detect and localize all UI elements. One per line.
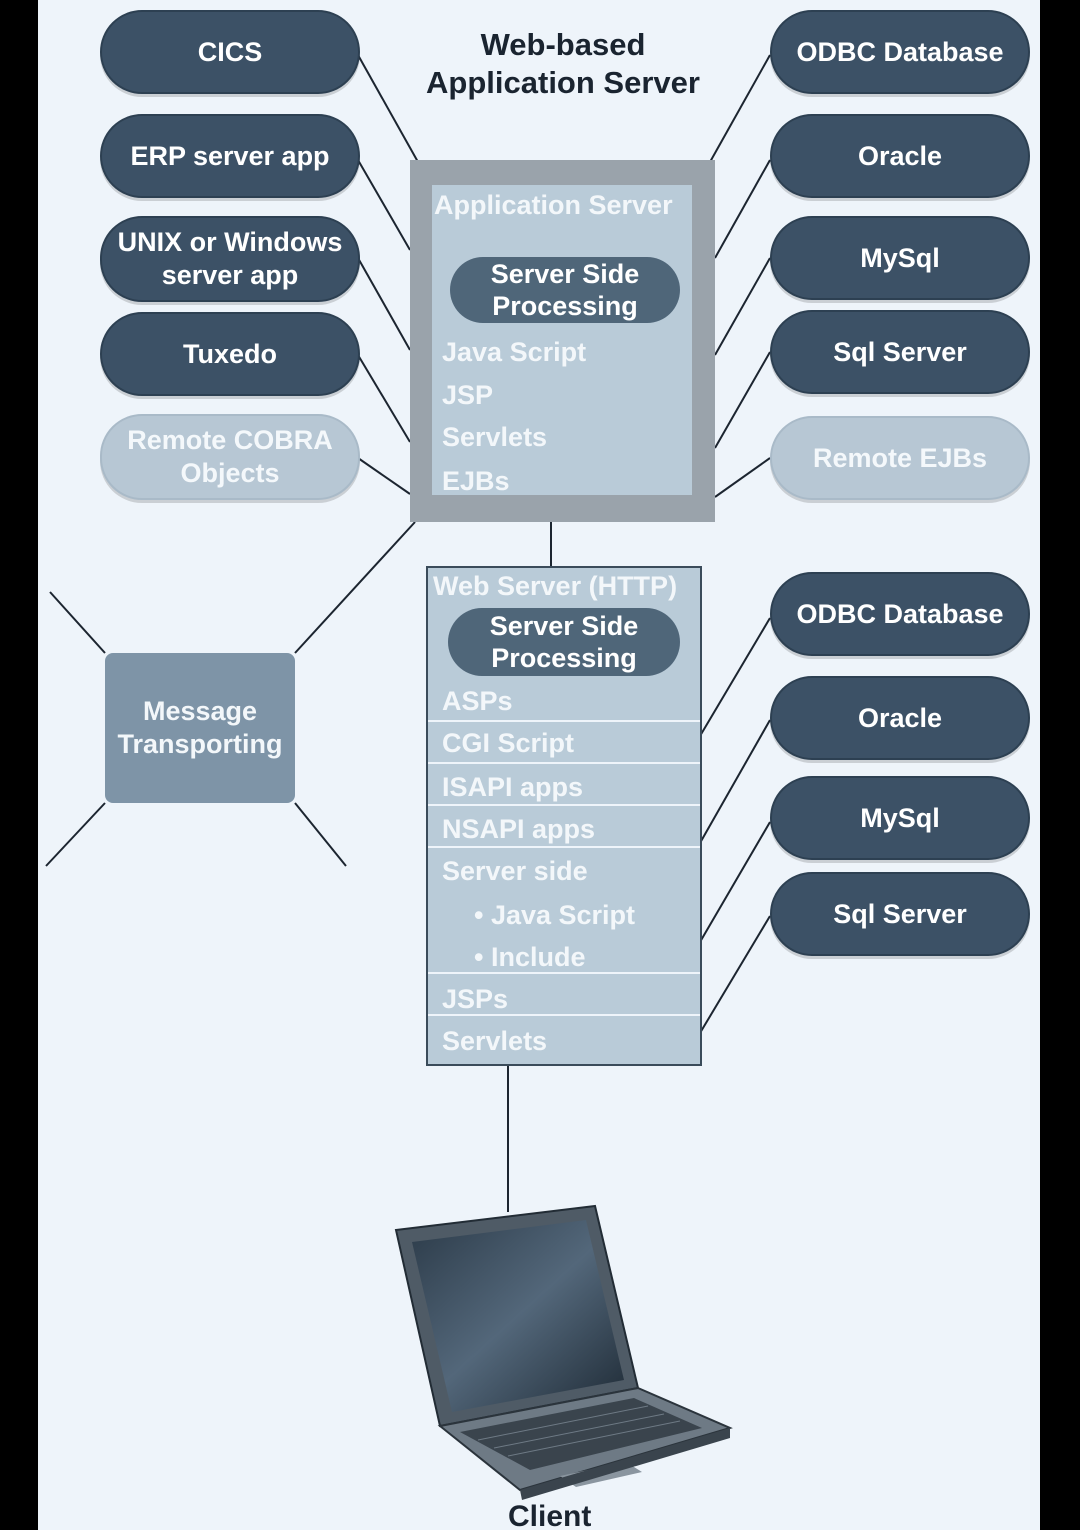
line-msg-ll	[45, 802, 106, 867]
web-item-server-side: Server side	[442, 856, 588, 886]
node-erp-server-app: ERP server app	[100, 114, 360, 198]
web-row-divider	[428, 762, 700, 764]
client-label: Client	[508, 1500, 592, 1530]
app-item-servlets: Servlets	[442, 422, 548, 452]
web-item-servlets: Servlets	[442, 1026, 548, 1056]
node-odbc-database-bottom: ODBC Database	[770, 572, 1030, 656]
diagram-canvas: CICS ERP server app UNIX or Windows serv…	[38, 0, 1040, 1530]
line-msg-ul	[49, 591, 106, 654]
web-processing-line-2: Processing	[491, 643, 637, 673]
node-tuxedo-label: Tuxedo	[183, 338, 277, 369]
line-erp	[357, 159, 411, 251]
node-unix-label-1: UNIX or Windows	[117, 227, 343, 257]
app-server-side-processing: Server Side Processing	[450, 257, 680, 323]
app-processing-line-1: Server Side	[490, 259, 640, 289]
message-line-2: Transporting	[117, 729, 283, 759]
diagram-title: Web-based Application Server	[403, 26, 723, 102]
node-tuxedo: Tuxedo	[100, 312, 360, 396]
node-cobra-label-1: Remote COBRA	[127, 425, 333, 455]
application-server-box: Application Server Server Side Processin…	[410, 160, 715, 522]
web-row-divider	[428, 804, 700, 806]
web-processing-line-1: Server Side	[489, 611, 639, 641]
web-row-divider	[428, 846, 700, 848]
line-odbc-top	[709, 54, 771, 163]
node-cics: CICS	[100, 10, 360, 94]
web-item-nsapi-apps: NSAPI apps	[442, 814, 596, 844]
node-sqlserver-top-label: Sql Server	[833, 336, 967, 367]
title-line-2: Application Server	[426, 65, 700, 100]
line-sqlserver-bot	[699, 915, 771, 1034]
web-item-asps: ASPs	[442, 686, 513, 716]
line-cobra	[357, 457, 411, 495]
application-server-panel: Application Server Server Side Processin…	[432, 185, 692, 496]
app-item-jsp: JSP	[442, 380, 494, 410]
web-server-box: Web Server (HTTP) Server Side Processing…	[426, 566, 702, 1066]
web-subitem-java-script: • Java Script	[474, 900, 636, 930]
app-item-ejbs: EJBs	[442, 466, 510, 496]
node-unix-label-2: server app	[161, 260, 299, 290]
node-ejbs-label: Remote EJBs	[812, 442, 988, 473]
line-app-msg	[294, 521, 416, 654]
node-oracle-bottom: Oracle	[770, 676, 1030, 760]
web-server-title: Web Server (HTTP)	[433, 571, 678, 601]
web-server-side-processing: Server Side Processing	[448, 608, 680, 676]
app-item-java-script: Java Script	[442, 337, 587, 367]
line-unix	[357, 257, 411, 351]
web-row-divider	[428, 1014, 700, 1016]
node-cics-label: CICS	[197, 36, 263, 67]
web-item-jsps: JSPs	[442, 984, 509, 1014]
node-erp-label: ERP server app	[130, 140, 330, 171]
title-line-1: Web-based	[480, 27, 646, 62]
line-mysql-top	[714, 257, 771, 356]
node-oracle-top: Oracle	[770, 114, 1030, 198]
connector-lines	[45, 54, 771, 1212]
message-line-1: Message	[142, 696, 258, 726]
application-server-title: Application Server	[434, 190, 673, 220]
web-item-isapi-apps: ISAPI apps	[442, 772, 584, 802]
web-row-divider	[428, 720, 700, 722]
node-odbc-database-top: ODBC Database	[770, 10, 1030, 94]
line-tuxedo	[357, 354, 411, 443]
line-mysql-bot	[699, 821, 771, 943]
web-subitem-include: • Include	[474, 942, 586, 972]
node-mysql-top-label: MySql	[860, 242, 940, 273]
node-remote-cobra-objects: Remote COBRA Objects	[100, 414, 360, 500]
node-sqlserver-bottom-label: Sql Server	[833, 898, 967, 929]
node-odbc-top-label: ODBC Database	[796, 36, 1004, 67]
line-cics	[357, 54, 419, 163]
line-odbc-bot	[699, 617, 771, 737]
app-processing-line-2: Processing	[492, 291, 638, 321]
line-oracle-bot	[699, 719, 771, 844]
node-mysql-bottom: MySql	[770, 776, 1030, 860]
node-unix-windows-server-app: UNIX or Windows server app	[100, 216, 360, 302]
node-mysql-top: MySql	[770, 216, 1030, 300]
laptop-icon	[394, 1204, 733, 1500]
node-cobra-label-2: Objects	[180, 458, 280, 488]
node-remote-ejbs: Remote EJBs	[770, 416, 1030, 500]
node-odbc-bottom-label: ODBC Database	[796, 598, 1004, 629]
line-ejbs	[714, 457, 771, 498]
node-sql-server-bottom: Sql Server	[770, 872, 1030, 956]
web-item-cgi-script: CGI Script	[442, 728, 575, 758]
line-msg-lr	[294, 802, 347, 867]
web-row-divider	[428, 972, 700, 974]
node-oracle-bottom-label: Oracle	[857, 702, 943, 733]
node-sql-server-top: Sql Server	[770, 310, 1030, 394]
node-oracle-top-label: Oracle	[857, 140, 943, 171]
line-sqlserver-top	[714, 351, 771, 449]
node-mysql-bottom-label: MySql	[860, 802, 940, 833]
message-transporting-box: Message Transporting	[105, 653, 295, 803]
line-oracle-top	[714, 159, 771, 259]
